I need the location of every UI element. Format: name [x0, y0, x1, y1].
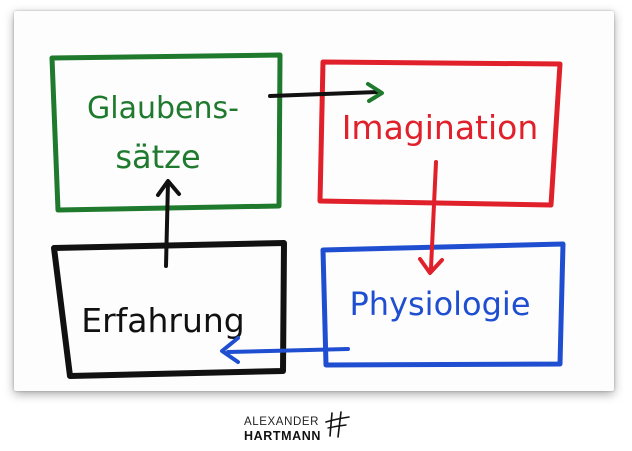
box-erfahrung-label: Erfahrung [81, 301, 245, 340]
arrow-glaubenssaetze-to-imagination [268, 82, 384, 103]
box-glaubenssaetze-line1: Glaubens- [87, 91, 239, 126]
whiteboard-card [14, 11, 614, 391]
arrow-imagination-to-physiologie [418, 160, 444, 275]
box-physiologie-label: Physiologie [349, 285, 530, 323]
brand-name-last: HARTMANN [244, 429, 322, 443]
arrow-physiologie-to-erfahrung [220, 336, 350, 364]
box-imagination-label: Imagination [342, 108, 539, 147]
arrow-erfahrung-to-glaubenssaetze [156, 179, 181, 268]
brand-logo: ALEXANDER HARTMANN [244, 411, 374, 448]
box-physiologie [320, 241, 566, 368]
box-glaubenssaetze [49, 52, 283, 213]
box-imagination [317, 59, 563, 208]
signature-icon [325, 411, 350, 438]
box-erfahrung [51, 240, 287, 379]
brand-name-first: ALEXANDER [244, 416, 320, 428]
box-glaubenssaetze-line2: sätze [115, 138, 200, 176]
